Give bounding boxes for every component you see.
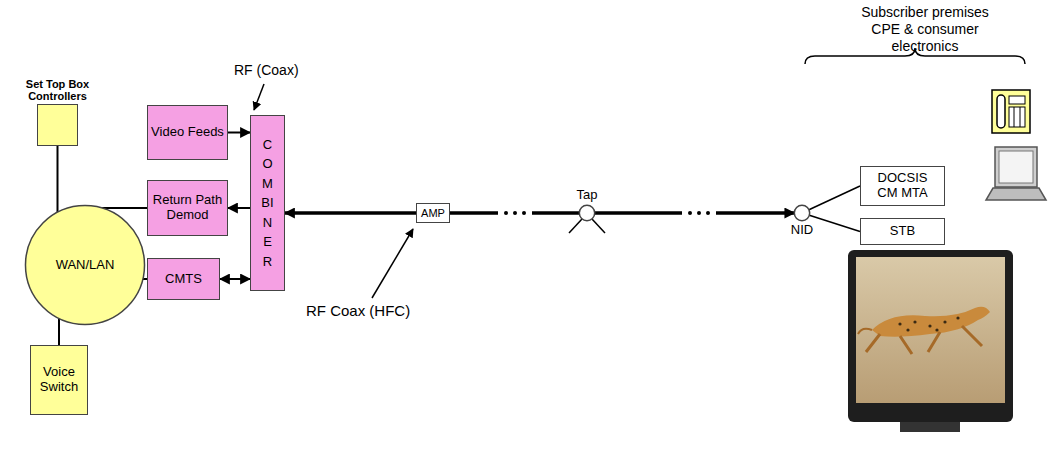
circle-outline <box>794 205 810 221</box>
tap-circle: Tap <box>579 205 595 221</box>
connector <box>595 211 795 215</box>
connector <box>228 207 250 209</box>
leader-line <box>254 84 264 110</box>
connector <box>220 278 250 280</box>
leader-line <box>372 229 413 298</box>
television <box>848 250 1013 432</box>
signal-label: RF (Coax) <box>234 62 299 79</box>
connector <box>58 319 60 345</box>
switch-box: Voice Switch <box>30 345 88 415</box>
node-text: Set Top Box Controllers <box>10 78 106 103</box>
connector <box>450 211 579 215</box>
nid-circle: NID <box>794 205 810 221</box>
connector <box>228 132 250 134</box>
connector <box>809 215 860 231</box>
combiner-box: COMBINER <box>250 115 285 291</box>
amplifier-box: AMP <box>416 203 450 223</box>
node-text: NID <box>782 223 822 238</box>
controller-box: Set Top Box Controllers <box>37 104 78 146</box>
signal-label: RF Coax (HFC) <box>306 302 410 320</box>
connector <box>102 207 147 209</box>
headend-box: Video Feeds <box>147 105 228 160</box>
circle-outline <box>579 205 595 221</box>
node-text: Tap <box>567 188 607 203</box>
node-text: CMTS <box>165 272 202 287</box>
connector <box>57 146 59 212</box>
device-box: DOCSIS CM MTA <box>860 166 945 206</box>
headend-box: Return Path Demod <box>147 180 228 236</box>
node-text: DOCSIS CM MTA <box>872 171 934 201</box>
node-text: STB <box>890 224 915 239</box>
laptop-icon <box>986 147 1046 200</box>
device-box: STB <box>860 218 945 245</box>
node-text: Video Feeds <box>151 125 224 140</box>
headend-box: CMTS <box>147 258 220 300</box>
node-text: WAN/LAN <box>56 258 115 273</box>
connector <box>809 186 860 210</box>
node-text: AMP <box>421 207 445 220</box>
phone-icon <box>992 90 1030 133</box>
node-text: Return Path Demod <box>148 193 227 223</box>
connector <box>285 211 416 215</box>
group-label: Subscriber premises CPE & consumer elect… <box>850 4 1000 54</box>
node-text: COMBINER <box>261 135 274 272</box>
node-text: Voice Switch <box>31 365 87 395</box>
network-circle: WAN/LAN <box>23 203 147 327</box>
